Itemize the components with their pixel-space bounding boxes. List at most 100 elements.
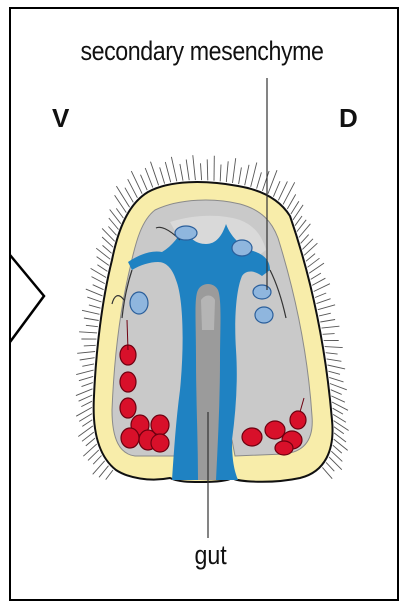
cilium [278, 181, 287, 200]
cilium [301, 235, 309, 244]
cilium [251, 163, 257, 187]
cilium [81, 401, 92, 406]
cilium [116, 208, 123, 218]
cilium [99, 466, 109, 478]
cilium [299, 224, 311, 238]
cilium [79, 414, 92, 422]
cilium [239, 167, 242, 184]
cilium [76, 370, 93, 375]
secondary-mesenchyme-label: secondary mesenchyme [28, 38, 375, 65]
cilium [82, 364, 94, 366]
cilium [82, 310, 100, 314]
cilium [293, 205, 303, 220]
cilium [97, 257, 109, 266]
cilium [145, 168, 153, 188]
cilium [79, 376, 93, 380]
chevron-arrow-icon [10, 255, 44, 342]
cilium [233, 158, 236, 183]
cilium [186, 160, 189, 181]
cilium [131, 171, 142, 194]
cilium [160, 167, 165, 183]
cilium [84, 345, 96, 346]
cilium [103, 245, 112, 253]
cilium [323, 334, 335, 335]
cilium [91, 268, 107, 277]
cilium [87, 297, 101, 302]
cilium [333, 445, 342, 453]
cilium [334, 421, 349, 431]
cilium [82, 383, 93, 387]
ventral-label: V [52, 105, 69, 131]
cilium [312, 278, 325, 285]
cilium [329, 377, 343, 382]
cilium [320, 320, 335, 323]
cilium [80, 358, 95, 360]
cilium [226, 161, 228, 182]
cilium [109, 218, 119, 230]
cilium [97, 265, 107, 272]
cilium [220, 165, 221, 182]
gut-lumen-highlight [201, 296, 215, 331]
cilium [330, 384, 347, 390]
cilium [125, 188, 133, 203]
cilium [287, 194, 295, 209]
cilium [319, 313, 331, 316]
cilium [334, 427, 344, 434]
cilium [283, 182, 295, 204]
dorsal-label: D [339, 105, 358, 131]
cilium [92, 277, 105, 284]
cilium [93, 456, 101, 465]
cilium [193, 155, 196, 180]
cilium [314, 284, 330, 292]
cilium [334, 439, 348, 450]
cilium [331, 390, 342, 395]
cilium [207, 159, 208, 180]
cilium [268, 170, 277, 193]
cilium [201, 163, 202, 180]
cilium [257, 172, 262, 188]
cilium [165, 162, 170, 182]
cilium [326, 353, 338, 354]
cilium [325, 347, 343, 348]
cilium [317, 299, 331, 304]
cilium [180, 164, 183, 181]
cilium [291, 201, 299, 214]
gut-label: gut [37, 542, 384, 569]
cilium [311, 273, 321, 279]
cilium [86, 438, 95, 446]
cilium [315, 293, 326, 298]
cilium [76, 389, 93, 396]
cilium [79, 395, 93, 401]
cilium [115, 195, 127, 212]
cilium [116, 186, 129, 207]
cilium [273, 181, 280, 197]
cilium [93, 285, 104, 290]
cilium [295, 216, 302, 226]
cilium [84, 318, 99, 321]
cilium [79, 332, 97, 333]
cilium [318, 305, 335, 310]
cilium [308, 258, 320, 267]
cilium [328, 365, 346, 369]
cilium [82, 420, 92, 427]
cilium [331, 396, 345, 402]
cilium [326, 462, 334, 471]
cilium [322, 326, 340, 328]
cilium [106, 470, 113, 480]
cilium [245, 165, 249, 186]
cilium [262, 171, 269, 191]
cilium [82, 432, 94, 441]
cilium [108, 227, 116, 236]
cilium [328, 371, 340, 374]
cilium [331, 451, 342, 461]
cilium [151, 162, 159, 186]
cilium [141, 175, 148, 191]
cilium [302, 239, 313, 250]
cilium [88, 450, 99, 461]
cilium [322, 467, 332, 478]
cilium [77, 352, 95, 354]
cilium [327, 359, 342, 361]
cilium [86, 325, 98, 326]
